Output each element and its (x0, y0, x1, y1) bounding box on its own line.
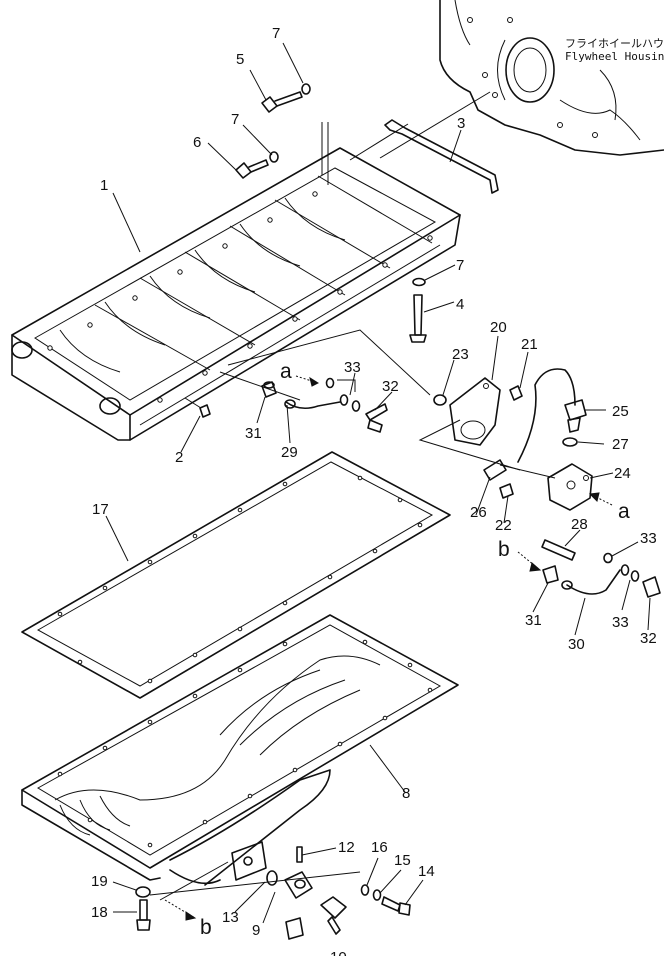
part-22-bolt (499, 483, 514, 499)
part-32-bolt-left (365, 403, 388, 433)
callout-26: 26 (470, 504, 487, 521)
callout-18: 18 (91, 904, 108, 921)
part-callouts: 1 2 3 4 5 6 7 7 7 8 9 10 12 13 14 15 16 … (91, 25, 657, 956)
part-26-fitting (483, 459, 507, 481)
part-17-gasket (21, 451, 451, 699)
part-2-bolt (184, 397, 211, 418)
callout-33-right-lower: 33 (612, 614, 629, 631)
part-16-washer (360, 884, 370, 896)
part-30-oil-tube (561, 569, 621, 595)
callout-25: 25 (612, 403, 629, 420)
part-10-drain-plug (320, 896, 347, 935)
connection-b-bottom: b (200, 916, 212, 939)
part-1-upper-oil-pan (11, 147, 461, 441)
callout-33-right-upper: 33 (640, 530, 657, 547)
callout-17: 17 (92, 501, 109, 518)
connection-a-left: a (280, 360, 292, 383)
part-25-sensor-with-cable (517, 368, 587, 463)
callout-29: 29 (281, 444, 298, 461)
callout-13: 13 (222, 909, 239, 926)
part-13-o-ring (266, 870, 278, 886)
callout-31-left: 31 (245, 425, 262, 442)
part-29-oil-tube (284, 399, 341, 410)
callout-2: 2 (175, 449, 183, 466)
part-28-bolt (541, 539, 576, 561)
callout-1: 1 (100, 177, 108, 194)
callout-7-upper: 7 (272, 25, 280, 42)
part-14-bolt (381, 896, 411, 916)
callout-12: 12 (338, 839, 355, 856)
callout-27: 27 (612, 436, 629, 453)
part-19-washer (135, 886, 151, 898)
part-24-oil-block (547, 463, 593, 511)
callout-24: 24 (614, 465, 631, 482)
callout-28: 28 (571, 516, 588, 533)
connection-a-right: a (618, 500, 630, 523)
housing-caption-japanese: フライホイールハウジング (565, 36, 664, 50)
part-23-spacer (433, 394, 447, 406)
callout-6: 6 (193, 134, 201, 151)
part-33-washer-left-pair (339, 394, 361, 412)
part-32-bolt-right (642, 576, 661, 598)
leader-lines (105, 42, 651, 924)
part-31-elbow-right (542, 565, 559, 584)
connection-b-left: b (498, 538, 510, 561)
callout-20: 20 (490, 319, 507, 336)
housing-caption: フライホイールハウジング Flywheel Housing (565, 36, 664, 63)
part-18-bolt (136, 899, 151, 931)
flywheel-housing (439, 0, 664, 156)
part-27-o-ring (562, 437, 578, 447)
part-7-washer-middle (269, 151, 279, 163)
part-33-washer-right (603, 552, 613, 564)
callout-30: 30 (568, 636, 585, 653)
connection-arrows (164, 375, 613, 921)
callout-16: 16 (371, 839, 388, 856)
callout-19: 19 (91, 873, 108, 890)
callout-32-left: 32 (382, 378, 399, 395)
callout-14: 14 (418, 863, 435, 880)
part-7-washer-right (412, 277, 426, 287)
callout-3: 3 (457, 115, 465, 132)
part-21-bolt (509, 385, 523, 401)
callout-15: 15 (394, 852, 411, 869)
callout-7-right: 7 (456, 257, 464, 274)
callout-33-left: 33 (344, 359, 361, 376)
callout-32-right: 32 (640, 630, 657, 647)
part-7-washer-upper (301, 83, 311, 95)
part-8-oil-pan (21, 614, 459, 886)
callout-8: 8 (402, 785, 410, 802)
part-12-pin (296, 846, 303, 863)
part-31-elbow-left (261, 381, 277, 398)
part-33-washer-right-pair (620, 564, 640, 582)
part-13-bracket (231, 841, 267, 881)
part-20-bracket (449, 377, 501, 446)
callout-9: 9 (252, 922, 260, 939)
connection-letters: a a b b (200, 360, 630, 939)
part-4-stud-bolt (409, 294, 427, 343)
callout-31-right: 31 (525, 612, 542, 629)
part-15-washer (372, 889, 382, 901)
callout-23: 23 (452, 346, 469, 363)
callout-10: 10 (330, 949, 347, 956)
part-5-bolt (261, 91, 303, 113)
part-11-plug (285, 917, 304, 940)
housing-caption-english: Flywheel Housing (565, 50, 664, 63)
callout-22: 22 (495, 517, 512, 534)
callout-7-middle: 7 (231, 111, 239, 128)
callout-5: 5 (236, 51, 244, 68)
part-33-washer-a (325, 377, 335, 389)
part-6-bolt (235, 159, 269, 179)
callout-21: 21 (521, 336, 538, 353)
part-9-elbow (284, 871, 313, 899)
callout-4: 4 (456, 296, 464, 313)
